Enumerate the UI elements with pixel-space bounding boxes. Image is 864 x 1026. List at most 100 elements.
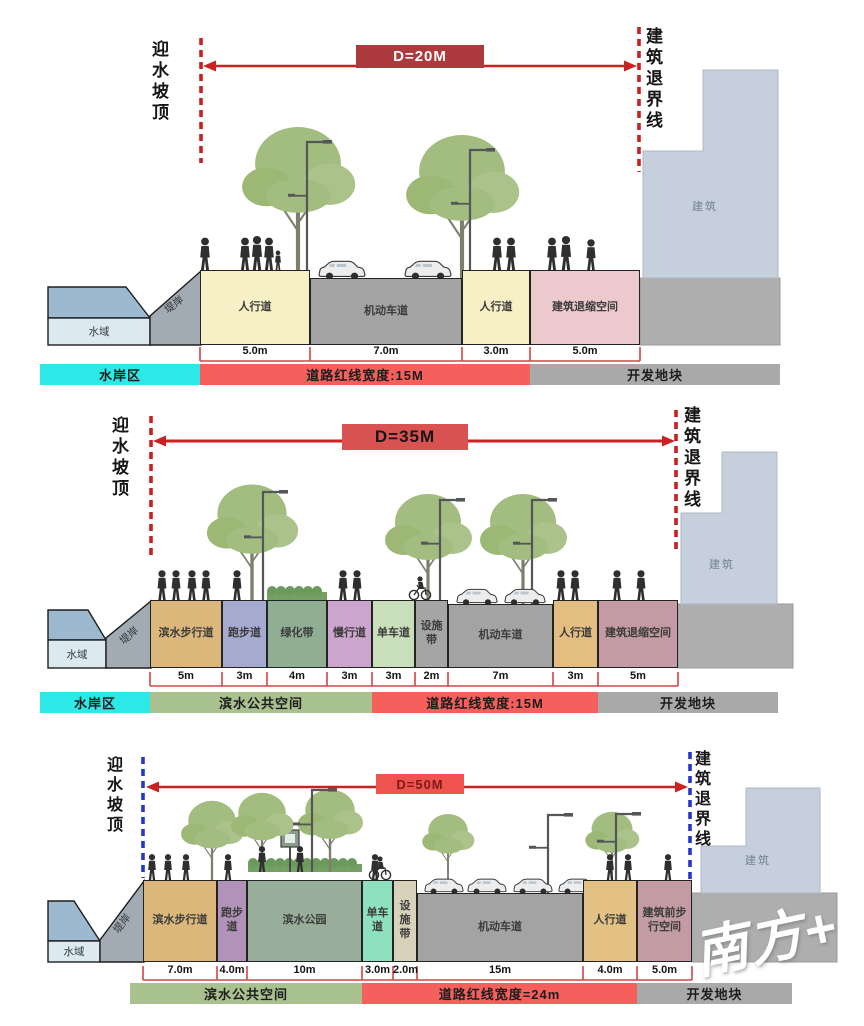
slope-top-label: 迎水坡顶	[104, 756, 121, 836]
setback-line-label: 建筑退界线	[643, 27, 662, 132]
road-segment: 跑步道	[217, 880, 247, 962]
dimension-label: 3m	[385, 670, 402, 682]
water-label-box	[47, 317, 151, 346]
person-icon	[264, 237, 274, 270]
car-icon	[424, 878, 464, 895]
zone-bar: 开发地块	[637, 983, 792, 1004]
person-icon	[570, 570, 580, 600]
segment-label: 人行道	[238, 300, 272, 313]
street-lamp-icon	[451, 148, 495, 278]
person-icon	[258, 846, 266, 872]
segment-label: 滨水步行道	[152, 914, 208, 927]
dimension-label: 3.0m	[483, 345, 509, 357]
setback-line-label: 建筑退界线	[681, 406, 700, 511]
person-icon	[200, 237, 210, 270]
arrowhead-left	[203, 60, 216, 72]
development-ground	[691, 892, 838, 963]
person-icon	[606, 854, 614, 880]
person-icon	[275, 250, 281, 270]
person-icon	[148, 854, 156, 880]
person-icon	[612, 570, 622, 600]
person-icon	[352, 570, 362, 600]
distance-badge: D=50M	[376, 774, 464, 794]
dimension-label: 7.0m	[167, 964, 193, 976]
segment-label: 跑步道	[228, 627, 261, 640]
water-label: 水域	[66, 649, 88, 661]
person-icon	[164, 854, 172, 880]
building-shape	[642, 69, 779, 279]
car-icon	[456, 588, 498, 606]
bicycle-icon	[408, 576, 432, 601]
water-polygon	[47, 609, 108, 641]
dimension-label: 2.0m	[393, 964, 419, 976]
slope-top-label: 迎水坡顶	[149, 40, 168, 124]
road-segment: 单车道	[362, 880, 393, 962]
street-lamp-icon	[597, 812, 641, 880]
road-segment: 滨水步行道	[143, 880, 217, 962]
distance-badge: D=35M	[342, 424, 468, 450]
building-shape	[700, 787, 821, 894]
dimension-label: 5.0m	[651, 964, 678, 976]
person-icon	[560, 235, 572, 270]
road-segment: 慢行道	[327, 600, 372, 668]
dimension-label: 5.0m	[242, 345, 268, 357]
car-icon	[318, 260, 366, 280]
person-icon	[157, 570, 167, 600]
zone-bar: 水岸区	[40, 364, 200, 385]
arrowhead-left	[153, 435, 166, 447]
road-segment: 单车道	[372, 600, 415, 668]
building-label: 建筑	[692, 201, 718, 213]
water-polygon	[47, 286, 152, 319]
dimension-label: 4.0m	[597, 964, 623, 976]
tree-icon	[406, 135, 520, 278]
arrowhead-right	[675, 781, 688, 793]
dimension-label: 5m	[178, 670, 194, 682]
person-icon	[182, 854, 190, 880]
segment-label: 人行道	[479, 300, 513, 313]
person-icon	[624, 854, 632, 880]
zone-bar: 道路红线宽度=24m	[362, 983, 637, 1004]
street-lamp-icon	[529, 813, 573, 893]
zone-bar: 水岸区	[40, 692, 150, 713]
road-segment: 人行道	[553, 600, 598, 668]
person-icon	[506, 237, 516, 270]
tree-icon	[480, 494, 567, 604]
dimension-bracket	[199, 347, 641, 362]
person-icon	[201, 570, 211, 600]
segment-label: 单车道	[366, 907, 389, 933]
zone-bar: 滨水公共空间	[130, 983, 362, 1004]
car-icon	[504, 588, 546, 606]
tree-icon	[206, 484, 299, 600]
person-icon	[664, 854, 672, 880]
tree-icon	[422, 814, 475, 880]
car-icon	[404, 260, 452, 280]
road-segment: 人行道	[583, 880, 637, 962]
shrub-icon	[267, 586, 327, 600]
person-icon	[187, 570, 197, 600]
road-segment: 滨水步行道	[150, 600, 222, 668]
road-segment: 机动车道	[310, 278, 462, 345]
dimension-label: 5m	[630, 670, 646, 682]
dimension-label: 3m	[567, 670, 584, 682]
person-icon	[251, 235, 263, 270]
segment-label: 设施带	[420, 620, 443, 646]
dimension-label: 15m	[488, 964, 512, 976]
dimension-label: 10m	[293, 964, 316, 976]
segment-label: 设施带	[399, 900, 411, 940]
zone-bar: 道路红线宽度:15M	[372, 692, 598, 713]
building-label: 建筑	[709, 559, 735, 571]
segment-label: 人行道	[593, 914, 627, 927]
segment-label: 跑步道	[221, 907, 243, 933]
dimension-label: 3.0m	[364, 964, 391, 976]
bicycle-icon	[368, 856, 392, 881]
dimension-label: 3m	[236, 670, 253, 682]
tree-icon	[385, 494, 472, 604]
street-lamp-icon	[244, 490, 288, 600]
person-icon	[296, 846, 304, 872]
person-icon	[556, 570, 566, 600]
street-lamp-icon	[288, 140, 332, 270]
person-icon	[636, 570, 646, 600]
development-ground	[639, 277, 781, 346]
segment-label: 慢行道	[333, 627, 366, 640]
